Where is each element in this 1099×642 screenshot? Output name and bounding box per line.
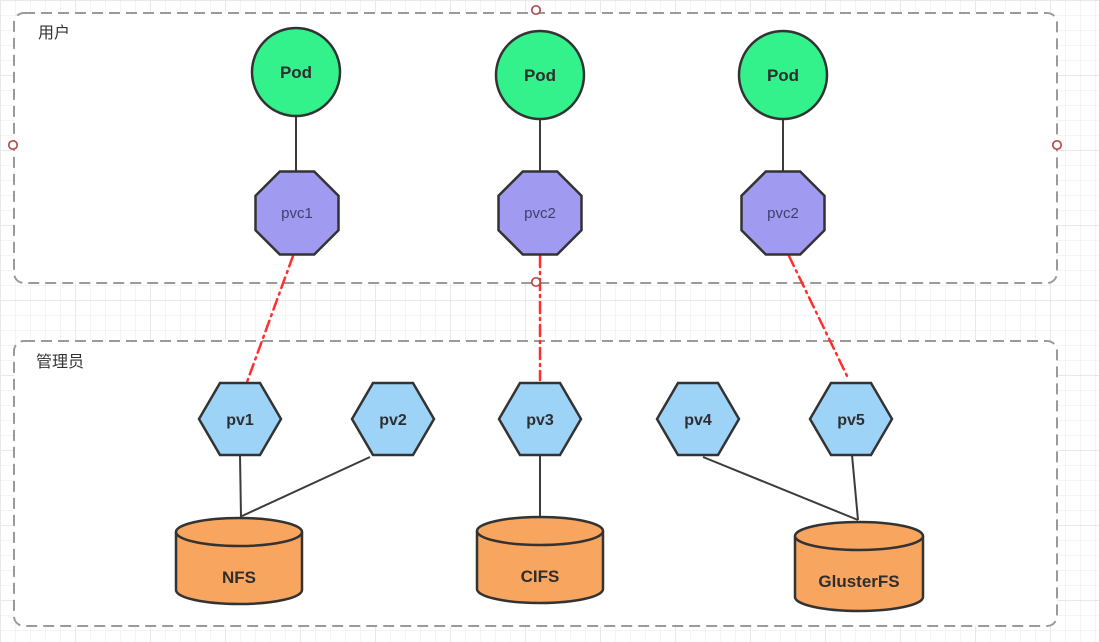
pv-node-4[interactable]: pv4 <box>655 381 741 457</box>
edge-pv2-nfs[interactable] <box>241 456 371 517</box>
connection-point-top[interactable] <box>530 4 542 16</box>
connection-point-bottom[interactable] <box>530 276 542 288</box>
storage-label: CIFS <box>521 567 560 586</box>
edge-pv1-nfs[interactable] <box>239 454 242 518</box>
pv-label: pv3 <box>526 412 554 429</box>
pv-label: pv1 <box>226 412 254 429</box>
storage-glusterfs[interactable]: GlusterFS <box>793 520 925 613</box>
cylinder-body <box>793 536 925 613</box>
storage-label: NFS <box>222 568 256 587</box>
connection-point-right[interactable] <box>1051 139 1063 151</box>
pod-label: Pod <box>767 66 799 85</box>
pvc-label: pvc2 <box>767 205 799 222</box>
pod-circle <box>737 29 829 121</box>
storage-label: GlusterFS <box>818 572 899 591</box>
pod-circle <box>250 26 342 118</box>
edge-pv5-glusterfs[interactable] <box>851 454 859 521</box>
cylinder-body <box>475 531 605 605</box>
pvc-node-2[interactable]: pvc2 <box>497 170 583 256</box>
pvc-octagon <box>740 170 826 256</box>
zone-admin-label: 管理员 <box>36 353 84 371</box>
pv-hexagon <box>497 381 583 457</box>
pod-circle <box>494 29 586 121</box>
pv-label: pv5 <box>837 412 865 429</box>
pvc-node-1[interactable]: pvc1 <box>254 170 340 256</box>
pv-label: pv4 <box>684 412 712 429</box>
edge-pvc2-pv5[interactable] <box>787 254 851 382</box>
pv-node-3[interactable]: pv3 <box>497 381 583 457</box>
pv-label: pv2 <box>379 412 407 429</box>
cylinder-top <box>793 520 925 552</box>
storage-nfs[interactable]: NFS <box>174 516 304 606</box>
zone-user-label: 用户 <box>38 24 70 42</box>
pv-node-1[interactable]: pv1 <box>197 381 283 457</box>
cylinder-body <box>174 532 304 606</box>
pvc-label: pvc2 <box>524 205 556 222</box>
pv-hexagon <box>808 381 894 457</box>
edge-pvc1-pv1[interactable] <box>245 254 295 384</box>
edge-pv4-glusterfs[interactable] <box>702 456 859 521</box>
pod-node-3[interactable]: Pod <box>737 29 829 121</box>
pod-node-1[interactable]: Pod <box>250 26 342 118</box>
pvc-node-3[interactable]: pvc2 <box>740 170 826 256</box>
pod-node-2[interactable]: Pod <box>494 29 586 121</box>
pod-label: Pod <box>280 63 312 82</box>
cylinder-top <box>475 515 605 547</box>
pvc-octagon <box>497 170 583 256</box>
pvc-octagon <box>254 170 340 256</box>
pv-node-5[interactable]: pv5 <box>808 381 894 457</box>
storage-cifs[interactable]: CIFS <box>475 515 605 605</box>
pv-hexagon <box>350 381 436 457</box>
cylinder-top <box>174 516 304 548</box>
pv-hexagon <box>655 381 741 457</box>
pvc-label: pvc1 <box>281 205 313 222</box>
connection-point-left[interactable] <box>7 139 19 151</box>
pv-hexagon <box>197 381 283 457</box>
pod-label: Pod <box>524 66 556 85</box>
pv-node-2[interactable]: pv2 <box>350 381 436 457</box>
